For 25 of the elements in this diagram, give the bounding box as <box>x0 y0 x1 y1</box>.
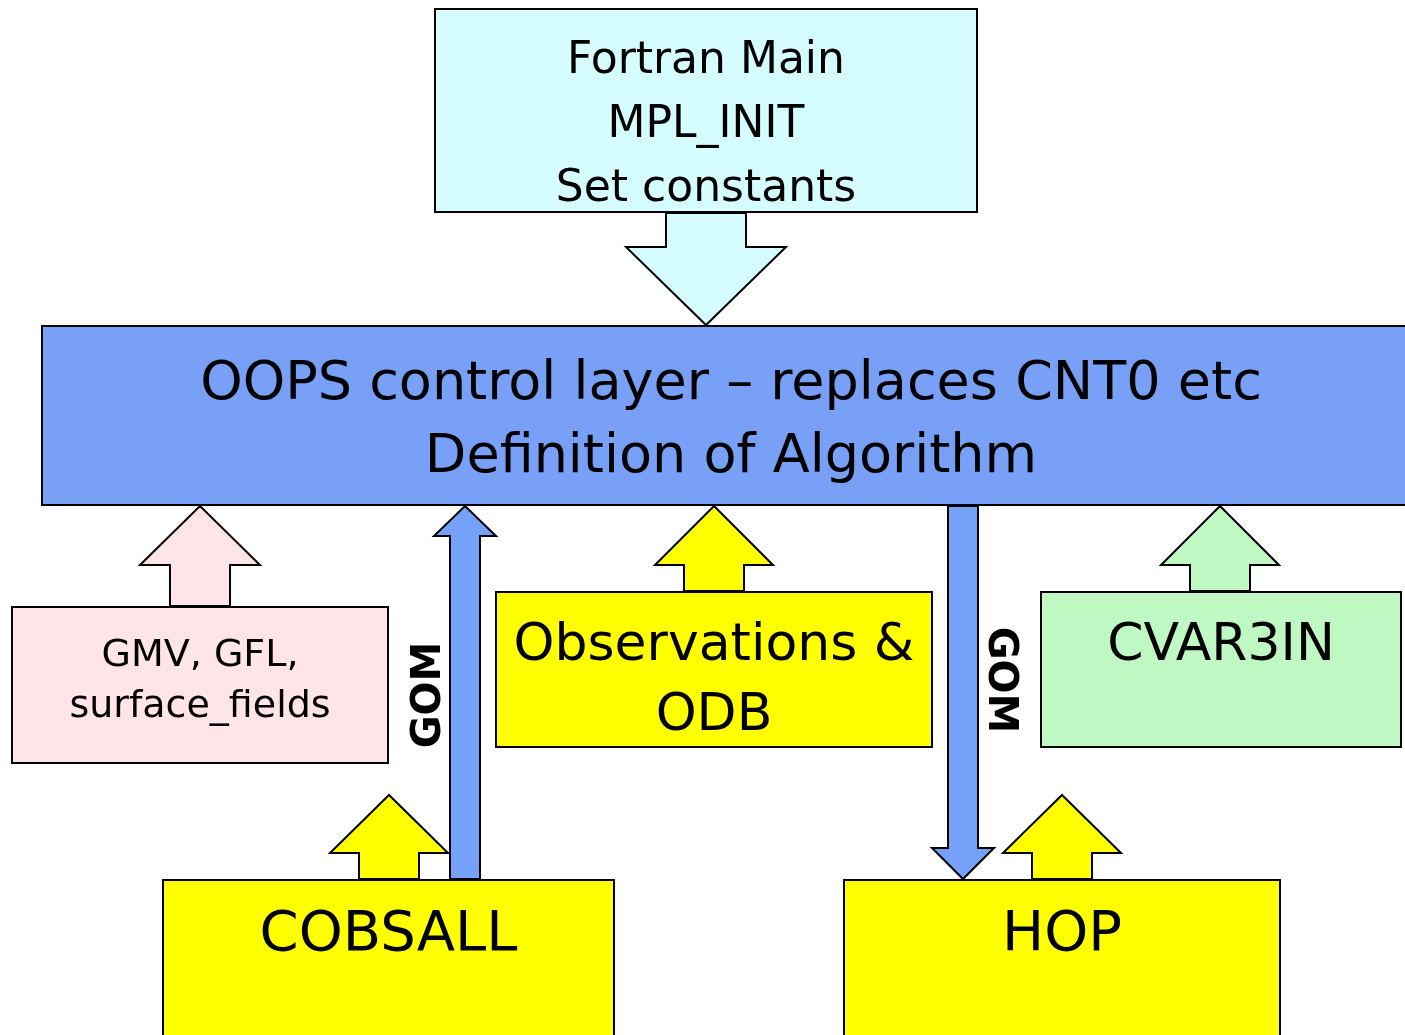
node-text: Definition of Algorithm <box>424 420 1038 487</box>
node-text: Observations & ODB <box>512 611 916 745</box>
block-arrow <box>929 505 997 881</box>
block-arrow <box>1158 504 1282 592</box>
process-box <box>1040 591 1402 748</box>
node-text: Set constants <box>555 158 857 213</box>
process-box <box>11 606 389 764</box>
node-text: MPL_INIT <box>607 94 805 150</box>
node-text: CVAR3IN <box>1107 611 1335 674</box>
process-box <box>843 879 1281 1035</box>
process-box <box>41 325 1405 506</box>
node-text: OOPS control layer – replaces CNT0 etc <box>200 348 1262 414</box>
block-arrow <box>623 212 789 327</box>
block-arrow <box>652 504 776 592</box>
process-box <box>495 591 933 748</box>
block-arrow <box>1000 793 1124 880</box>
process-box <box>434 8 978 213</box>
node-text: HOP <box>1002 897 1122 965</box>
node-text: Fortran Main <box>567 31 845 85</box>
block-arrow <box>431 504 499 880</box>
process-box <box>162 879 615 1035</box>
block-arrow <box>327 793 451 880</box>
node-text: GMV, GFL, surface_fields <box>68 630 332 729</box>
block-arrow <box>137 504 263 607</box>
node-text: COBSALL <box>259 897 518 965</box>
